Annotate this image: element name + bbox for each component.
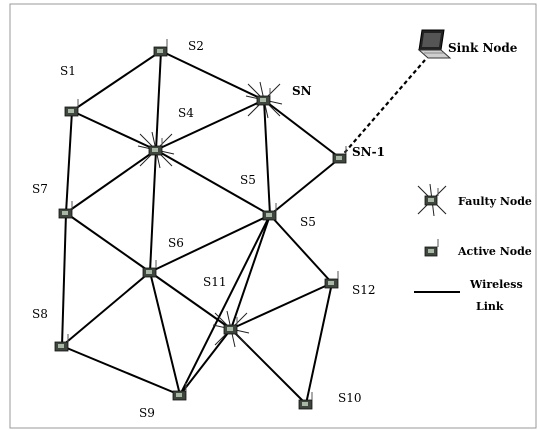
links-layer [61, 50, 426, 405]
wireless-link-s1-s4 [71, 110, 157, 151]
wireless-link-s6-s8 [61, 271, 151, 347]
sensor-node-icon [332, 146, 347, 164]
laptop-icon [417, 29, 452, 59]
wireless-link-s4-s5 [155, 149, 271, 216]
sensor-node-icon [64, 99, 79, 117]
wireless-link-s2-s4 [155, 50, 162, 151]
sensor-node-icon [223, 317, 238, 335]
diagram-frame [9, 3, 537, 429]
node-s4 [137, 131, 175, 169]
sensor-node-icon [324, 271, 339, 289]
legend-active-label: Active Node [457, 245, 532, 258]
wireless-link-sn-sn-1 [263, 99, 341, 159]
node-label-s11: S11 [203, 275, 227, 289]
sensor-node-icon [54, 334, 69, 352]
node-label-s1: S1 [60, 64, 76, 78]
wireless-link-s11-s9 [179, 328, 232, 396]
node-label-s8: S8 [32, 307, 48, 321]
legend: Faulty Node Active Node Wireless Link [414, 183, 532, 313]
wireless-link-s8-s9 [61, 345, 181, 396]
node-s12 [324, 271, 339, 289]
wireless-link-s2-sn [160, 50, 265, 101]
sink-link [339, 59, 426, 159]
node-s9 [172, 383, 187, 401]
legend-faulty-icon [417, 183, 447, 217]
sensor-node-icon [262, 203, 277, 221]
sensor-node-icon [153, 39, 168, 57]
node-s11 [212, 310, 250, 348]
wireless-link-s7-s6 [65, 212, 151, 273]
sensor-node-icon [298, 392, 313, 410]
node-label-s7: S7 [32, 182, 48, 196]
nodes-layer [54, 39, 347, 410]
sensor-node-icon [172, 383, 187, 401]
node-sn-1 [332, 146, 347, 164]
node-s5 [262, 203, 277, 221]
node-s2 [153, 39, 168, 57]
sink-node: Sink Node [417, 29, 518, 59]
node-label-sn-1: SN-1 [352, 145, 385, 159]
node-s10 [298, 392, 313, 410]
sensor-node-icon [142, 260, 157, 278]
sensor-node-icon [256, 88, 271, 106]
legend-link-label-line2: Link [476, 300, 504, 313]
node-s7 [58, 201, 73, 219]
wireless-link-s1-s2 [71, 50, 162, 112]
node-s6 [142, 260, 157, 278]
wireless-link-s4-s7 [65, 149, 157, 214]
sink-node-label: Sink Node [448, 41, 518, 55]
wireless-link-s7-s8 [61, 212, 67, 347]
node-s8 [54, 334, 69, 352]
wireless-link-sn-1-s5 [269, 157, 341, 216]
node-label-s12: S12 [352, 283, 376, 297]
node-label-s10: S10 [338, 391, 362, 405]
wireless-link-s6-s11 [149, 271, 232, 330]
legend-faulty-label: Faulty Node [458, 195, 532, 208]
node-label-sn: SN [292, 84, 312, 98]
wireless-link-s5-s9 [179, 214, 271, 396]
wireless-link-s4-s6 [149, 149, 157, 273]
wireless-link-s6-s5 [149, 214, 271, 273]
wireless-link-s5-s12 [269, 214, 333, 284]
legend-active-icon [424, 239, 439, 257]
wireless-link-s11-s12 [230, 282, 333, 330]
node-label-s6: S6 [168, 236, 184, 250]
wireless-link-sn-s5 [263, 99, 271, 216]
node-label-s5-upper: S5 [240, 173, 256, 187]
node-label-s9: S9 [139, 406, 155, 420]
wireless-link-s6-s9 [149, 271, 181, 396]
wireless-link-s12-s10 [305, 282, 333, 405]
node-sn [245, 81, 283, 119]
sensor-node-icon [148, 138, 163, 156]
wireless-link-s1-s7 [65, 110, 73, 214]
wireless-link-s5-s11 [230, 214, 271, 330]
legend-link-label-line1: Wireless [469, 278, 523, 291]
wireless-link-s4-sn [155, 99, 265, 151]
node-s1 [64, 99, 79, 117]
node-label-s4: S4 [178, 106, 194, 120]
node-label-s2: S2 [188, 39, 204, 53]
node-label-s5: S5 [300, 215, 316, 229]
sensor-node-icon [58, 201, 73, 219]
